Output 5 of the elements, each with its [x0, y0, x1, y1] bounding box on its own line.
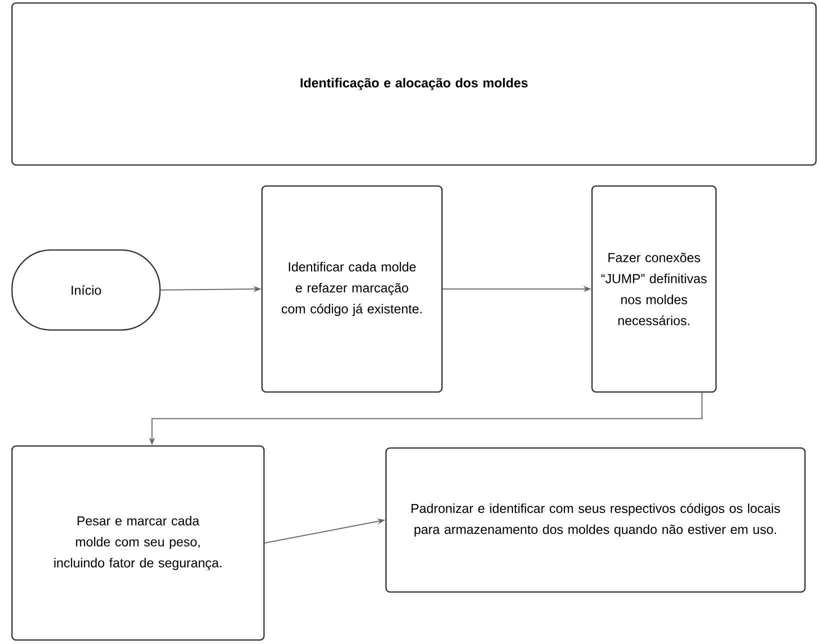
process-box: Padronizar e identificar com seus respectivos códigos os locais para armazenamento dos moldes quando não estiver em uso. [385, 447, 806, 593]
process-box: Pesar e marcar cada molde com seu peso, incluindo fator de segurança. [11, 445, 265, 641]
process-box: Identificar cada molde e refazer marcação com código já existente. [261, 185, 443, 393]
process-box: Fazer conexões “JUMP” definitivas nos moldes necessários. [591, 185, 717, 393]
title-box: Identificação e alocação dos moldes [11, 2, 817, 166]
